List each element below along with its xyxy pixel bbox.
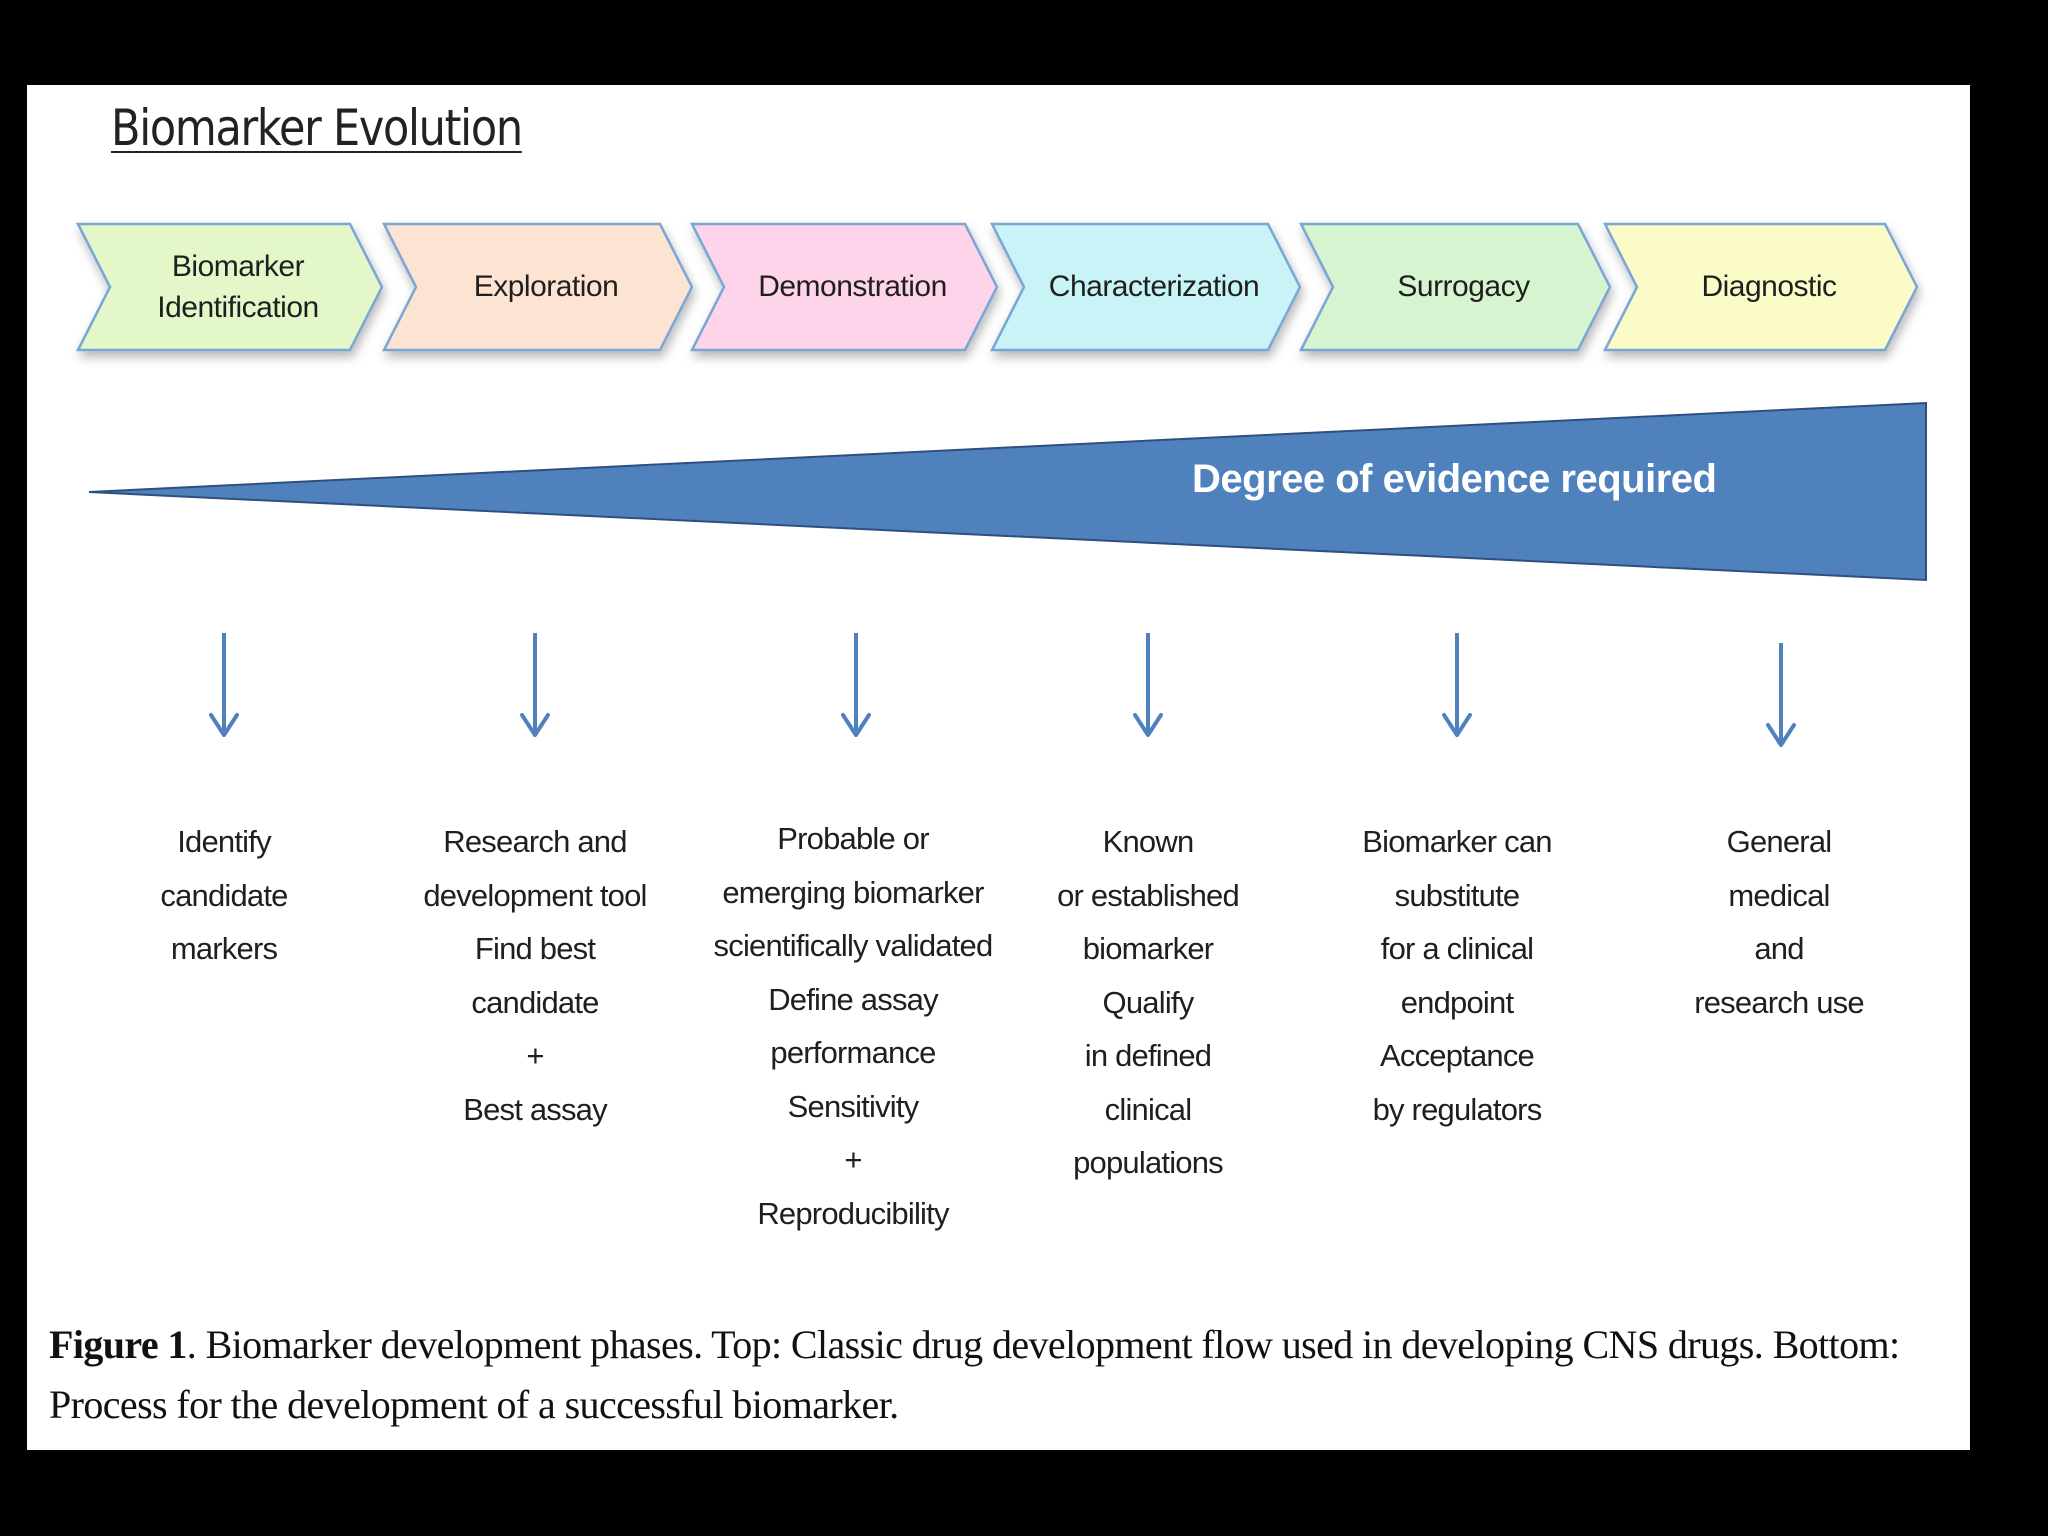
description-line: General <box>1726 824 1832 859</box>
down-arrow-icon <box>841 633 871 737</box>
down-arrow-icon <box>520 633 550 737</box>
evidence-wedge-label: Degree of evidence required <box>1192 457 1717 501</box>
phase-3-label: Demonstration <box>724 224 981 350</box>
caption-label: Figure 1 <box>49 1322 187 1367</box>
description-line: performance <box>770 1035 936 1070</box>
phase-6-description: General medical and research use <box>1629 815 1929 1029</box>
description-line: candidate <box>160 877 288 913</box>
phase-5-chevron <box>1298 222 1612 352</box>
phase-6-chevron <box>1602 222 1919 352</box>
description-line: and <box>1754 931 1804 966</box>
description-line: substitute <box>1394 877 1521 913</box>
down-arrow-icon <box>1766 643 1796 747</box>
description-line: Find best <box>474 931 596 966</box>
description-line: endpoint <box>1400 984 1514 1020</box>
description-line: emerging biomarker <box>722 874 984 910</box>
description-line: Identify <box>177 824 271 859</box>
down-arrow-icon <box>1133 633 1163 737</box>
description-line: Research and <box>443 824 627 859</box>
description-line: populations <box>1073 1145 1224 1180</box>
phase-2-label: Exploration <box>416 224 676 350</box>
description-line: Qualify <box>1102 984 1195 1020</box>
phase-3-chevron <box>689 222 999 352</box>
description-line: or established <box>1057 877 1240 913</box>
description-line: biomarker <box>1082 931 1214 966</box>
page-title: Biomarker Evolution <box>111 99 523 157</box>
description-line: + <box>526 1038 544 1073</box>
description-line: development tool <box>423 877 647 913</box>
description-line: in defined <box>1084 1038 1212 1073</box>
description-line: markers <box>170 931 278 966</box>
caption-text: . Biomarker development phases. Top: Cla… <box>49 1322 1900 1427</box>
phase-4-label: Characterization <box>1024 224 1284 350</box>
phase-4-chevron <box>989 222 1302 352</box>
evidence-wedge <box>88 401 1927 582</box>
description-line: for a clinical <box>1380 931 1534 966</box>
phase-6-label: Diagnostic <box>1637 224 1901 350</box>
phase-6-label-line: Diagnostic <box>1701 270 1837 304</box>
description-line: candidate <box>471 984 599 1020</box>
phase-5-label: Surrogacy <box>1333 224 1594 350</box>
phase-3-description: Probable or emerging biomarker scientifica… <box>703 812 1003 1240</box>
description-line: Acceptance <box>1380 1038 1535 1073</box>
description-line: by regulators <box>1372 1091 1543 1127</box>
phase-2-label-line: Exploration <box>473 270 619 304</box>
phase-5-label-line: Surrogacy <box>1397 270 1530 304</box>
phase-4-label-line: Characterization <box>1048 270 1260 304</box>
down-arrow-icon <box>209 633 239 737</box>
description-line: Probable or <box>777 821 929 856</box>
description-line: + <box>844 1142 862 1177</box>
phase-1-description: Identify candidate markers <box>74 815 374 976</box>
description-line: Reproducibility <box>757 1195 949 1231</box>
phase-5-description: Biomarker can substitute for a clinical end… <box>1307 815 1607 1136</box>
phase-3-label-line: Demonstration <box>758 270 947 304</box>
figure-caption: Figure 1. Biomarker development phases. … <box>49 1315 1949 1435</box>
phase-1-label-line: Biomarker <box>171 249 305 283</box>
description-line: medical <box>1728 877 1830 913</box>
phase-2-chevron <box>381 222 694 352</box>
description-line: scientifically validated <box>713 928 994 963</box>
description-line: research use <box>1694 984 1864 1020</box>
description-line: Sensitivity <box>787 1088 920 1124</box>
description-line: clinical <box>1104 1091 1192 1127</box>
description-line: Define assay <box>768 981 938 1017</box>
phase-1-chevron <box>75 222 384 352</box>
down-arrow-icon <box>1442 633 1472 737</box>
description-line: Best assay <box>463 1091 607 1127</box>
biomarker-diagram <box>75 222 1927 747</box>
description-line: Biomarker can <box>1362 824 1552 859</box>
description-line: Known <box>1102 824 1195 859</box>
phase-1-label-line: Identification <box>157 291 319 324</box>
